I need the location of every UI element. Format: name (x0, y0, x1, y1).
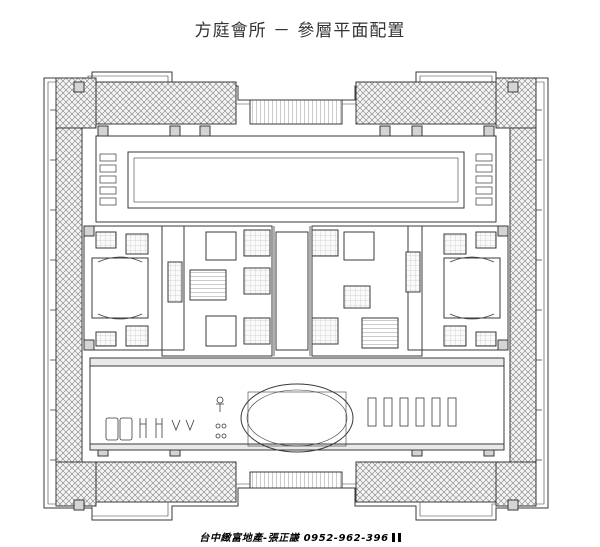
corner-block-br (495, 461, 537, 507)
contact-text: 台中緻富地產-張正謙 0952-962-396 (199, 533, 389, 544)
corner-block-bl (55, 461, 97, 507)
elevator-l2 (243, 267, 271, 295)
bottom-vent (249, 471, 343, 489)
elevator-r2 (343, 285, 371, 309)
lower-hall (89, 365, 505, 445)
oval-atrium (240, 383, 354, 453)
left-corridor (55, 95, 83, 497)
pool (127, 151, 465, 209)
qr-code-icon (391, 533, 401, 542)
stair-right (361, 317, 399, 349)
central-hall (275, 231, 309, 351)
elevator-r1 (311, 229, 339, 257)
left-changing-room (83, 225, 185, 351)
plan-title: 方庭會所 － 參層平面配置 (194, 21, 406, 41)
elevator-l3 (243, 317, 271, 345)
elevator-l1 (243, 229, 271, 257)
elevator-r3 (311, 317, 339, 345)
pool-deck (95, 135, 497, 223)
contact-footer: 台中緻富地產-張正謙 0952-962-396 (0, 529, 600, 544)
stair-left (189, 269, 227, 301)
right-corridor (509, 95, 537, 497)
core-right (311, 225, 423, 357)
top-vent (249, 99, 343, 125)
core-left (161, 225, 273, 357)
